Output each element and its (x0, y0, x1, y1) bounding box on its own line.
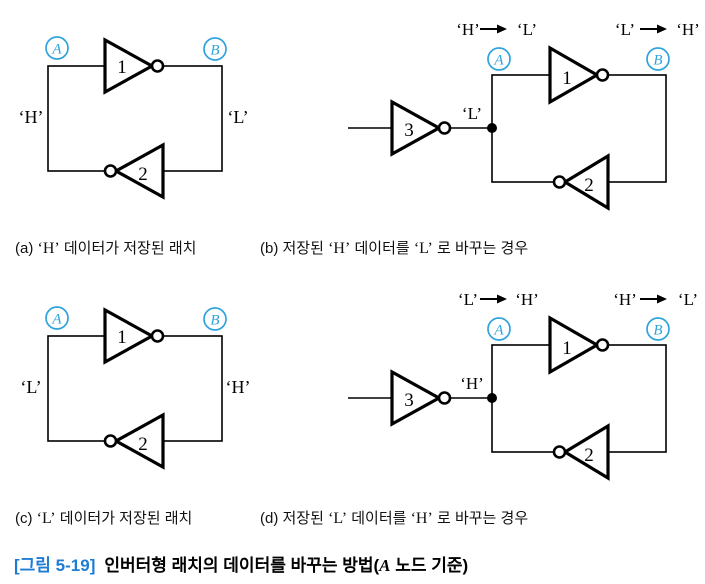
inverter-3-bubble-icon (437, 121, 452, 135)
caption-b: (b) 저장된 ‘H’ 데이터를 ‘L’ 로 바꾸는 경우 (260, 237, 528, 258)
transition-b-from: ‘H’ (613, 290, 637, 309)
inverter-3-triangle (390, 99, 443, 157)
transition-a-to: ‘H’ (515, 290, 539, 309)
caption-d-value1: ‘L’ (328, 510, 348, 527)
node-b-circle (203, 37, 227, 61)
node-a-circle (45, 36, 69, 60)
inverter-2-triangle (112, 412, 165, 470)
inverter-3-bubble-icon (437, 391, 452, 405)
transition-arrowhead-icon (657, 24, 667, 34)
inverter-1-number: 1 (562, 338, 572, 359)
caption-c-prefix: (c) (15, 510, 37, 527)
inverter-2-number: 2 (584, 175, 594, 196)
inverter-1-number: 1 (117, 57, 127, 78)
latch-loop-wire (491, 74, 667, 183)
left-signal-value: ‘L’ (20, 377, 41, 397)
inverter-2-number: 2 (138, 164, 148, 185)
latch-loop-wire (47, 335, 223, 442)
transition-b-from: ‘L’ (615, 20, 635, 39)
junction-dot (487, 393, 497, 403)
figure-title-part1: 인버터형 래치의 데이터를 바꾸는 방법( (104, 556, 380, 575)
caption-b-value2: ‘L’ (413, 240, 433, 257)
input-signal-value: ‘H’ (460, 374, 484, 393)
node-b-label: B (210, 313, 219, 329)
input-signal-value: ‘L’ (462, 104, 482, 123)
inverter-2-triangle (561, 423, 610, 481)
inverter-2-bubble-icon (103, 164, 118, 178)
caption-a-text: 데이터가 저장된 래치 (59, 240, 197, 257)
inverter-3-number: 3 (404, 390, 414, 411)
node-b-label: B (210, 43, 219, 59)
caption-b-mid: 데이터를 (350, 240, 414, 257)
panel-c-circuit: A B 1 2 ‘L’ ‘H’ (20, 306, 251, 470)
inverter-1-triangle (548, 315, 601, 375)
caption-b-value1: ‘H’ (328, 240, 351, 257)
panel-d-circuit: ‘L’ ‘H’ ‘H’ ‘L’ 3 ‘H’ A B 1 2 (348, 290, 698, 481)
node-a-circle (45, 306, 69, 330)
transition-b-to: ‘L’ (678, 290, 698, 309)
inverter-2-bubble-icon (552, 445, 567, 459)
transition-a-to: ‘L’ (517, 20, 537, 39)
latch-loop-wire (47, 65, 223, 172)
right-signal-value: ‘L’ (227, 107, 248, 127)
inverter-1-triangle (103, 307, 156, 365)
caption-a: (a) ‘H’ 데이터가 저장된 래치 (15, 237, 196, 258)
node-b-label: B (653, 323, 662, 339)
node-b-circle (646, 317, 670, 341)
junction-dot (487, 123, 497, 133)
node-a-label: A (493, 323, 504, 339)
node-a-circle (487, 317, 511, 341)
caption-b-prefix: (b) 저장된 (260, 240, 329, 257)
inverter-1-number: 1 (562, 68, 572, 89)
caption-c-value: ‘L’ (36, 510, 56, 527)
inverter-1-number: 1 (117, 327, 127, 348)
inverter-1-triangle (548, 45, 601, 105)
caption-b-text: 로 바꾸는 경우 (432, 240, 529, 257)
node-b-circle (646, 47, 670, 71)
transition-arrowhead-icon (497, 294, 507, 304)
inverter-3-number: 3 (404, 120, 414, 141)
inverter-2-number: 2 (584, 445, 594, 466)
right-signal-value: ‘H’ (226, 377, 251, 397)
caption-d-prefix: (d) 저장된 (260, 510, 329, 527)
inverter-3-triangle (390, 369, 443, 427)
inverter-1-bubble-icon (150, 329, 165, 343)
node-b-circle (203, 307, 227, 331)
figure-title-part2: 노드 기준) (390, 556, 469, 575)
inverter-2-bubble-icon (552, 175, 567, 189)
left-signal-value: ‘H’ (19, 107, 44, 127)
inverter-2-number: 2 (138, 434, 148, 455)
caption-a-prefix: (a) (15, 240, 38, 257)
caption-c: (c) ‘L’ 데이터가 저장된 래치 (15, 507, 192, 528)
inverter-1-triangle (103, 37, 156, 95)
caption-d: (d) 저장된 ‘L’ 데이터를 ‘H’ 로 바꾸는 경우 (260, 507, 528, 528)
transition-a-from: ‘H’ (456, 20, 480, 39)
node-a-label: A (51, 312, 62, 328)
inverter-1-bubble-icon (595, 68, 610, 82)
node-a-circle (487, 47, 511, 71)
transition-a-from: ‘L’ (458, 290, 478, 309)
panel-a-circuit: A B 1 2 ‘H’ ‘L’ (19, 36, 249, 200)
figure-title-node-letter: A (379, 556, 391, 575)
inverter-2-bubble-icon (103, 434, 118, 448)
node-b-label: B (653, 53, 662, 69)
caption-d-value2: ‘H’ (410, 510, 433, 527)
figure-number-label: [그림 5-19] (14, 556, 96, 575)
caption-c-text: 데이터가 저장된 래치 (55, 510, 193, 527)
transition-arrowhead-icon (497, 24, 507, 34)
transition-arrowhead-icon (657, 294, 667, 304)
caption-d-text: 로 바꾸는 경우 (432, 510, 529, 527)
caption-a-value: ‘H’ (37, 240, 60, 257)
panel-b-circuit: ‘H’ ‘L’ ‘L’ ‘H’ 3 ‘L’ A B 1 2 (348, 20, 700, 211)
transition-b-to: ‘H’ (676, 20, 700, 39)
inverter-1-bubble-icon (595, 338, 610, 352)
caption-d-mid: 데이터를 (347, 510, 411, 527)
latch-loop-wire (491, 344, 667, 453)
inverter-2-triangle (112, 142, 165, 200)
figure-caption: [그림 5-19] 인버터형 래치의 데이터를 바꾸는 방법(A 노드 기준) (14, 551, 468, 576)
node-a-label: A (493, 53, 504, 69)
node-a-label: A (51, 42, 62, 58)
inverter-2-triangle (561, 153, 610, 211)
inverter-1-bubble-icon (150, 59, 165, 73)
